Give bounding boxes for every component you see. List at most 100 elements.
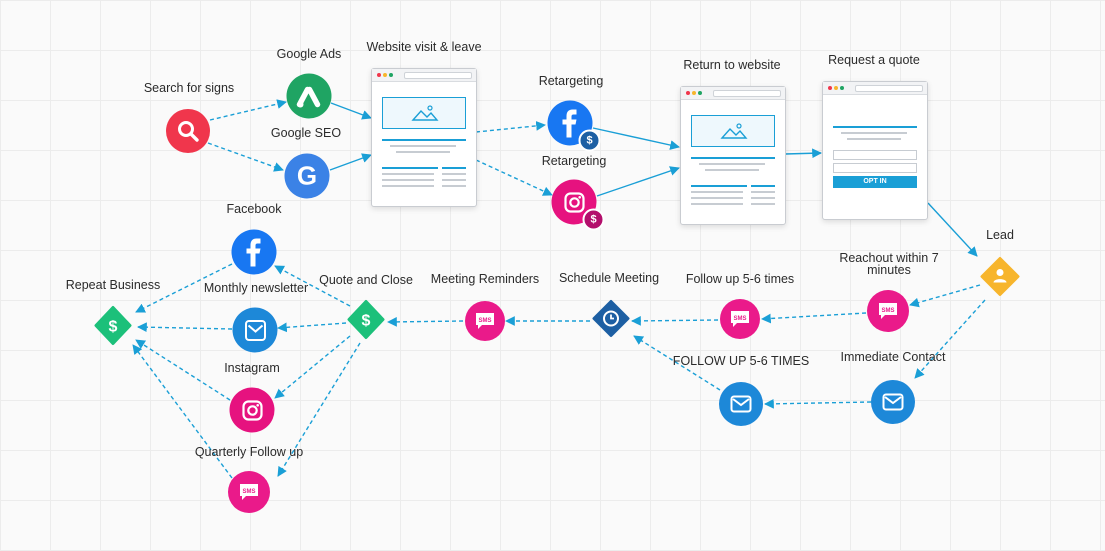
monthly-newsletter-node[interactable] xyxy=(232,307,278,353)
email-icon xyxy=(882,393,904,411)
edge-quote-instagram xyxy=(274,335,351,399)
edge-lead-immediate xyxy=(914,299,986,379)
browser-bar xyxy=(372,69,476,82)
instagram-icon xyxy=(241,399,263,421)
return-website-page[interactable] xyxy=(680,86,786,225)
edge-visit-ig xyxy=(475,159,553,196)
sms-icon: SMS xyxy=(240,484,258,500)
google-ads-node[interactable] xyxy=(286,73,332,119)
label-follow-up-sms: Follow up 5-6 times xyxy=(685,272,795,286)
edge-email-schedule xyxy=(633,335,721,391)
label-retargeting-ig: Retargeting xyxy=(541,154,607,168)
image-placeholder-icon xyxy=(691,115,775,147)
edge-reminders-quote xyxy=(387,316,464,327)
label-reachout: Reachout within 7 minutes xyxy=(839,251,939,277)
label-repeat-business: Repeat Business xyxy=(65,278,161,292)
instagram-node[interactable] xyxy=(229,387,275,433)
edge-instagram-repeat xyxy=(135,339,231,401)
edge-seo-visit xyxy=(329,153,372,171)
google-ads-icon xyxy=(296,86,320,107)
label-follow-up-email: FOLLOW UP 5-6 TIMES xyxy=(672,354,810,368)
retargeting-facebook-node[interactable]: $ xyxy=(547,100,601,152)
facebook-icon xyxy=(562,109,576,137)
follow-up-email-node[interactable] xyxy=(719,382,763,426)
edge-facebook-repeat xyxy=(135,263,233,313)
form-field[interactable] xyxy=(833,163,917,173)
google-icon: G xyxy=(296,160,318,191)
label-website-visit: Website visit & leave xyxy=(366,40,482,54)
user-icon xyxy=(980,257,1020,296)
svg-text:SMS: SMS xyxy=(478,318,491,324)
instagram-icon xyxy=(563,191,585,213)
label-instagram: Instagram xyxy=(224,361,280,375)
google-seo-node[interactable]: G xyxy=(284,153,330,199)
follow-up-sms-node[interactable]: SMS xyxy=(720,299,760,339)
edge-quote-lead xyxy=(927,202,978,257)
facebook-icon xyxy=(246,238,260,266)
edge-return-quote xyxy=(784,148,822,159)
clock-icon xyxy=(592,300,630,337)
edge-followup-schedule xyxy=(631,315,719,326)
svg-text:SMS: SMS xyxy=(242,489,255,495)
label-quote-close: Quote and Close xyxy=(319,273,413,287)
svg-text:$: $ xyxy=(362,313,371,330)
label-search: Search for signs xyxy=(143,81,235,95)
label-schedule-meeting: Schedule Meeting xyxy=(558,271,660,285)
label-retargeting-fb: Retargeting xyxy=(538,74,604,88)
email-icon xyxy=(244,319,266,341)
label-request-quote: Request a quote xyxy=(828,53,920,67)
svg-text:SMS: SMS xyxy=(733,316,746,322)
edge-quote-newsletter xyxy=(277,322,347,333)
quarterly-follow-up-sms-node[interactable]: SMS xyxy=(228,471,270,513)
image-placeholder-icon xyxy=(382,97,466,129)
label-monthly-newsletter: Monthly newsletter xyxy=(203,281,309,295)
immediate-contact-email-node[interactable] xyxy=(871,380,915,424)
label-google-ads: Google Ads xyxy=(276,47,342,61)
edge-search-seo xyxy=(207,142,284,172)
sms-icon: SMS xyxy=(731,311,749,327)
sms-icon: SMS xyxy=(476,313,494,329)
dollar-badge-icon: $ xyxy=(582,208,605,231)
label-meeting-reminders: Meeting Reminders xyxy=(430,272,540,286)
svg-text:SMS: SMS xyxy=(881,308,894,314)
form-field[interactable] xyxy=(833,150,917,160)
repeat-business-node[interactable]: $ xyxy=(94,306,132,351)
label-immediate-contact: Immediate Contact xyxy=(840,350,946,364)
email-icon xyxy=(730,395,752,413)
edge-ig-return xyxy=(596,166,680,197)
website-visit-page[interactable] xyxy=(371,68,477,207)
label-lead: Lead xyxy=(986,228,1014,242)
opt-in-button[interactable]: OPT IN xyxy=(833,176,917,188)
dollar-badge-icon: $ xyxy=(578,129,601,152)
edge-search-ads xyxy=(209,99,287,121)
schedule-meeting-node[interactable] xyxy=(592,300,630,343)
edge-lead-reachout xyxy=(909,284,981,308)
edge-immediate-email xyxy=(764,398,872,409)
edge-quote-facebook xyxy=(274,265,351,307)
reachout-sms-node[interactable]: SMS xyxy=(867,290,909,332)
dollar-icon: $ xyxy=(94,306,132,345)
edge-ads-visit xyxy=(330,102,372,120)
label-return-website: Return to website xyxy=(683,58,781,72)
search-icon xyxy=(178,121,199,142)
quote-close-node[interactable]: $ xyxy=(347,300,385,345)
meeting-reminders-sms-node[interactable]: SMS xyxy=(465,301,505,341)
retargeting-instagram-node[interactable]: $ xyxy=(551,179,605,231)
edge-fb-return xyxy=(592,127,680,150)
facebook-node[interactable] xyxy=(231,229,277,275)
sms-icon: SMS xyxy=(879,303,897,319)
request-quote-page[interactable]: OPT IN xyxy=(822,81,928,220)
edge-quote-quarterly xyxy=(277,342,361,477)
edge-visit-fb xyxy=(475,121,546,133)
search-node[interactable] xyxy=(166,109,210,153)
edge-newsletter-repeat xyxy=(137,322,233,333)
label-quarterly-follow-up: Quarterly Follow up xyxy=(194,445,304,459)
edge-reachout-followup xyxy=(761,312,867,324)
dollar-icon: $ xyxy=(347,300,385,339)
lead-node[interactable] xyxy=(980,257,1020,302)
svg-text:$: $ xyxy=(109,319,118,336)
label-facebook: Facebook xyxy=(226,202,282,216)
label-google-seo: Google SEO xyxy=(270,126,342,140)
